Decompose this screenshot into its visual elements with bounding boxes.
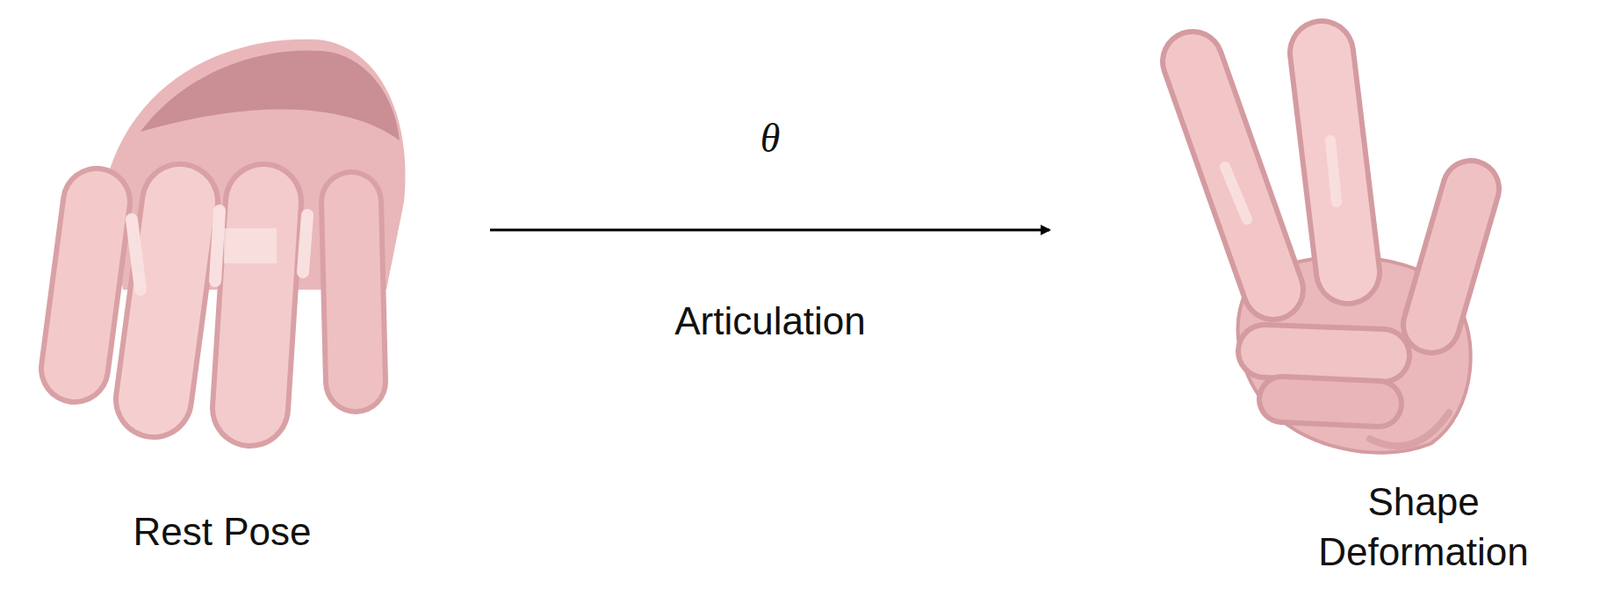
transition-label: Articulation: [594, 295, 946, 346]
arrow: [490, 229, 1050, 232]
posed-hand: [1192, 52, 1471, 454]
angle-symbol: θ: [682, 112, 858, 166]
rest-hand: [74, 39, 406, 409]
pose-label: Rest Pose: [37, 506, 407, 557]
pose-label: Shape Deformation: [1300, 476, 1547, 577]
